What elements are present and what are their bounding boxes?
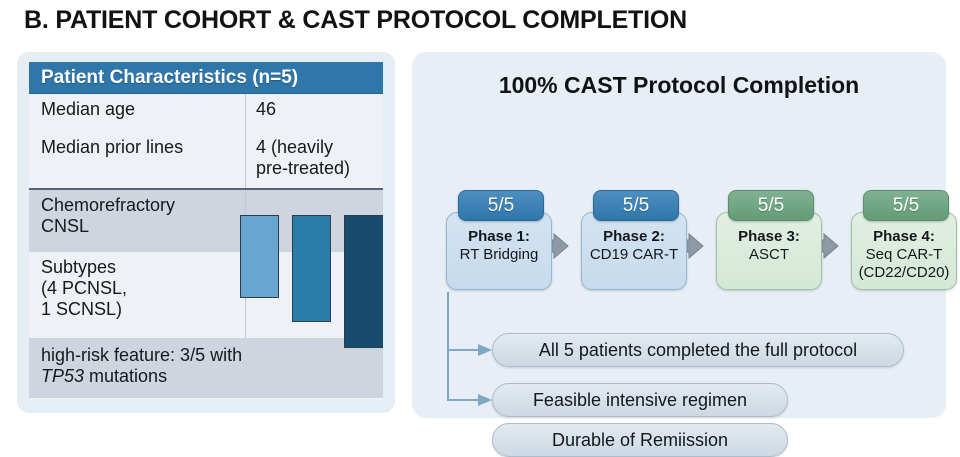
phase-name: Phase 2: (603, 228, 665, 245)
phase-completion-badge: 5/5 (593, 190, 679, 221)
row-value-subtypes (245, 252, 383, 338)
patient-characteristics-card: Patient Characteristics (n=5) Median age… (17, 52, 395, 413)
phase-label: Phase 3:ASCT (716, 228, 822, 264)
table-row: Median prior lines 4 (heavily pre-treate… (29, 132, 383, 188)
phase-box-4[interactable]: Phase 4:Seq CAR-T(CD22/CD20) 5/5 (851, 190, 957, 290)
phase-completion-badge: 5/5 (458, 190, 544, 221)
phase-sub: Seq CAR-T (865, 246, 943, 263)
table-row: Chemorefractory CNSL (29, 188, 383, 252)
phase-label: Phase 1:RT Bridging (446, 228, 552, 264)
phase-sub: RT Bridging (459, 246, 539, 263)
protocol-completion-card: 100% CAST Protocol Completion Ph (412, 52, 957, 457)
outcome-pill-1[interactable]: All 5 patients completed the full protoc… (492, 333, 904, 367)
label-line-1: Subtypes (41, 257, 117, 277)
phase-name: Phase 3: (738, 228, 800, 245)
label-line-2: CNSL (41, 215, 90, 236)
row-value-median-prior-lines: 4 (heavily pre-treated) (245, 132, 383, 188)
table-row: Median age 46 (29, 94, 383, 132)
phase-sub: ASCT (748, 246, 789, 263)
phase-label: Phase 4:Seq CAR-T(CD22/CD20) (851, 228, 957, 282)
label-line-2: (4 PCNSL, (41, 277, 128, 298)
connector-to-outcomes (447, 292, 478, 401)
figure-panel-b: B. PATIENT COHORT & CAST PROTOCOL COMPLE… (17, 6, 957, 457)
gene-name: TP53 (41, 365, 85, 386)
table-row: Subtypes (4 PCNSL, 1 SCNSL) (29, 252, 383, 338)
table-header-row: Patient Characteristics (n=5) (29, 62, 383, 94)
outcome-pill-2[interactable]: Feasible intensive regimen (492, 383, 788, 417)
row-label-chemorefractory: Chemorefractory CNSL (29, 190, 245, 252)
table-header-label: Patient Characteristics (n=5) (41, 67, 299, 88)
connector-arrowheads (478, 344, 492, 406)
row-label-subtypes: Subtypes (4 PCNSL, 1 SCNSL) (29, 252, 245, 338)
phase-box-2[interactable]: Phase 2:CD19 CAR-T 5/5 (581, 190, 687, 290)
row-label-median-prior-lines: Median prior lines (41, 137, 184, 157)
risk-line-1: high-risk feature: 3/5 with (41, 345, 243, 365)
patient-characteristics-table: Patient Characteristics (n=5) Median age… (29, 62, 383, 400)
label-line-3: 1 SCNSL) (41, 298, 123, 319)
risk-line-2-tail: mutations (84, 365, 168, 386)
phase-label: Phase 2:CD19 CAR-T (581, 228, 687, 264)
value-line-1: 4 (heavily (256, 137, 334, 157)
phase-name: Phase 1: (468, 228, 530, 245)
protocol-completion-heading: 100% CAST Protocol Completion (498, 72, 860, 98)
value-line-2: pre-treated) (256, 157, 351, 178)
row-value-median-age: 46 (245, 94, 383, 132)
phase-sub2: (CD22/CD20) (858, 264, 950, 281)
row-label-high-risk-feature: high-risk feature: 3/5 with TP53 mutatio… (29, 338, 383, 398)
phase-card (851, 212, 957, 290)
table-row: high-risk feature: 3/5 with TP53 mutatio… (29, 338, 383, 398)
row-label-median-age: Median age (41, 99, 136, 119)
phase-completion-badge: 5/5 (728, 190, 814, 221)
phase-box-1[interactable]: Phase 1:RT Bridging 5/5 (446, 190, 552, 290)
row-value-chemorefractory (245, 190, 383, 252)
phase-sub: CD19 CAR-T (589, 246, 679, 263)
phase-box-3[interactable]: Phase 3:ASCT 5/5 (716, 190, 822, 290)
page-title: B. PATIENT COHORT & CAST PROTOCOL COMPLE… (24, 6, 687, 34)
label-line-1: Chemorefractory (41, 195, 176, 215)
outcome-pill-3[interactable]: Durable of Remiission (492, 423, 788, 457)
phase-name: Phase 4: (873, 228, 935, 245)
phase-completion-badge: 5/5 (863, 190, 949, 221)
phase-card (581, 212, 687, 290)
